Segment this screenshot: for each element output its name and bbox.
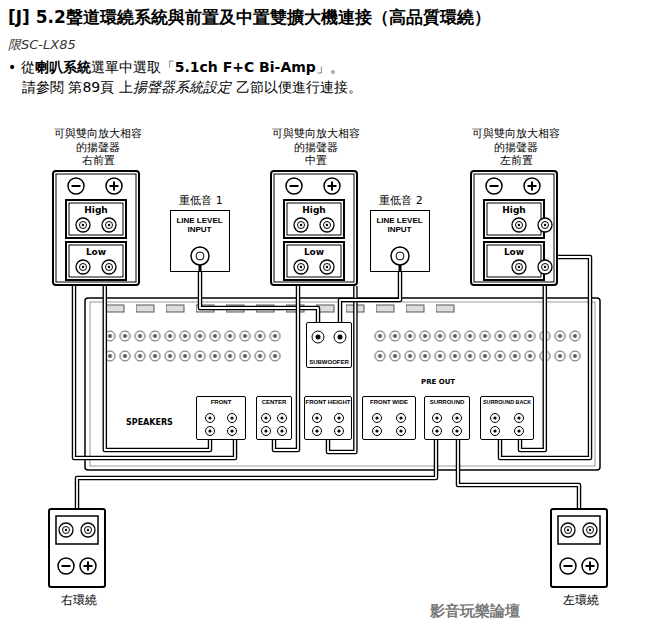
speaker-heading: 可與雙向放大相容 的揚聲器中置 <box>257 127 375 172</box>
terminal-label: SURROUND <box>425 398 469 406</box>
instruction-text: 揚聲器系統設定 <box>133 79 231 95</box>
wire-core <box>520 286 545 450</box>
input-label: LINE LEVEL INPUT <box>372 216 427 234</box>
speaker-terminal: SURROUND BACK <box>480 396 534 440</box>
subwoofer-box: 重低音 1LINE LEVEL INPUT <box>170 210 230 272</box>
speaker-box: 可與雙向放大相容 的揚聲器中置HighLow <box>270 170 358 286</box>
wire-core <box>458 440 579 508</box>
speaker-caption: 右前置 <box>39 154 157 168</box>
speaker-heading: 可與雙向放大相容 的揚聲器右前置 <box>39 127 157 172</box>
speaker-terminal: FRONT <box>196 396 246 440</box>
speaker-drawing <box>274 174 354 282</box>
speaker-wire <box>200 272 318 322</box>
wire-core <box>105 286 210 450</box>
instruction-text: 乙節以便進行連接。 <box>236 79 362 95</box>
speaker-wire <box>340 272 400 322</box>
speaker-terminal: FRONT WIDE <box>362 396 416 440</box>
instruction-text: 」。 <box>316 59 344 75</box>
panel-label: PRE OUT <box>420 378 456 386</box>
subwoofer-caption: 重低音 2 <box>356 193 446 211</box>
preout-jacks: SUBWOOFER <box>306 322 352 368</box>
speaker-wire <box>520 286 545 450</box>
wire-outline <box>74 286 235 458</box>
speaker-wire <box>500 257 590 458</box>
instruction-line: • 從喇叭系統選單中選取「5.1ch F+C Bi-Amp」。 <box>8 58 344 76</box>
speaker-terminal: CENTER <box>256 396 292 440</box>
wire-core <box>74 286 235 458</box>
instruction-text: 喇叭系統 <box>35 59 91 75</box>
speaker-drawing <box>474 174 554 282</box>
wire-outline <box>274 286 298 450</box>
terminal-label: High <box>284 205 344 215</box>
wire-outline <box>500 257 590 458</box>
speaker-wire <box>105 286 210 450</box>
speaker-drawing <box>56 174 136 282</box>
speaker-wire <box>74 286 235 458</box>
speaker-box: 可與雙向放大相容 的揚聲器右前置HighLow <box>52 170 140 286</box>
speaker-box: 可與雙向放大相容 的揚聲器左前置HighLow <box>470 170 558 286</box>
terminal-label: Low <box>66 247 126 257</box>
speaker-caption: 右環繞 <box>35 592 123 609</box>
title: [J] 5.2聲道環繞系統與前置及中置雙擴大機連接（高品質環繞） <box>8 6 491 28</box>
instruction-text: 請參閱 第89頁 上 <box>22 79 133 95</box>
speaker-wire <box>77 440 436 508</box>
wire-outline <box>340 272 400 322</box>
surround-speaker-box: 左環繞 <box>550 508 608 588</box>
terminal-label: SURROUND BACK <box>481 398 533 406</box>
wire-core <box>500 257 590 458</box>
terminal-label: FRONT HEIGHT <box>305 398 351 406</box>
terminal-label: SUBWOOFER <box>307 358 351 366</box>
instruction-line: 請參閱 第89頁 上揚聲器系統設定乙節以便進行連接。 <box>22 78 362 96</box>
speaker-caption: 中置 <box>257 154 375 168</box>
watermark: 影音玩樂論壇 <box>430 602 520 621</box>
receiver-panel: SPEAKERS PRE OUT SUBWOOFER FRONT CENTER FRONT… <box>85 298 600 470</box>
terminal-label: Low <box>484 247 544 257</box>
instruction-text: 選單中選取「 <box>91 59 175 75</box>
terminal-label: High <box>484 205 544 215</box>
speaker-wire <box>274 286 298 450</box>
wire-outline <box>105 286 210 450</box>
panel-label: SPEAKERS <box>125 418 174 427</box>
speaker-caption: 可與雙向放大相容 的揚聲器 <box>257 127 375 155</box>
wire-outline <box>520 286 545 450</box>
speaker-caption: 可與雙向放大相容 的揚聲器 <box>457 127 575 155</box>
wire-outline <box>77 440 436 508</box>
terminal-label: High <box>66 205 126 215</box>
speaker-terminal: FRONT HEIGHT <box>304 396 352 440</box>
wire-core <box>274 286 298 450</box>
receiver-rear-panel <box>85 298 600 470</box>
instruction-text: 5.1ch F+C Bi-Amp <box>175 59 316 75</box>
model-note: 限SC-LX85 <box>8 36 76 54</box>
terminal-label: FRONT <box>197 398 245 406</box>
speaker-caption: 左環繞 <box>537 592 625 609</box>
wire-core <box>340 272 400 322</box>
speaker-wire <box>458 440 579 508</box>
speaker-caption: 左前置 <box>457 154 575 168</box>
terminal-label: Low <box>284 247 344 257</box>
speaker-terminal: SURROUND <box>424 396 470 440</box>
surround-speaker-box: 右環繞 <box>48 508 106 588</box>
wire-outline <box>200 272 318 322</box>
subwoofer-box: 重低音 2LINE LEVEL INPUT <box>370 210 430 272</box>
instruction-text: • 從 <box>8 59 35 75</box>
input-label: LINE LEVEL INPUT <box>172 216 227 234</box>
wire-core <box>77 440 436 508</box>
speaker-caption: 可與雙向放大相容 的揚聲器 <box>39 127 157 155</box>
terminal-label: FRONT WIDE <box>363 398 415 406</box>
terminal-label: CENTER <box>257 398 291 406</box>
rca-jack <box>191 247 409 272</box>
wire-core <box>200 272 318 322</box>
subwoofer-caption: 重低音 1 <box>156 193 246 211</box>
speaker-drawing <box>56 516 600 574</box>
speaker-heading: 可與雙向放大相容 的揚聲器左前置 <box>457 127 575 172</box>
wire-outline <box>458 440 579 508</box>
